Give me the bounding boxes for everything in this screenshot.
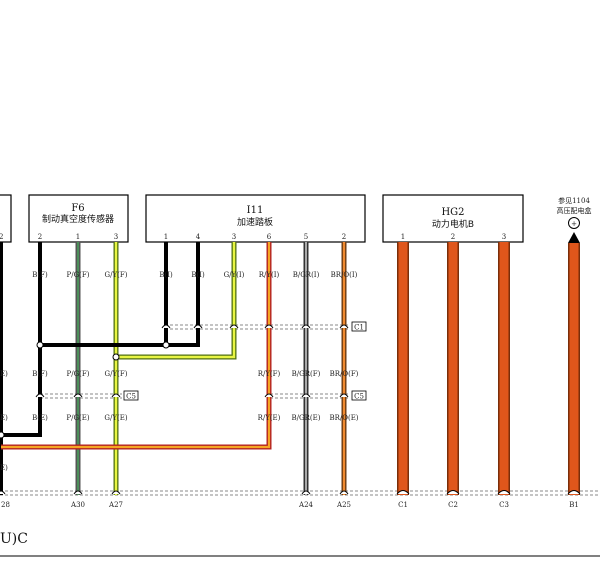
wires <box>0 242 580 495</box>
wire-label: B(E) <box>32 414 48 422</box>
wire-label: B(I) <box>159 271 173 279</box>
f6-id: F6 <box>71 203 84 214</box>
arrow-up-icon <box>568 232 580 243</box>
wire-label: R/Y(E) <box>258 414 281 422</box>
wire-label: B(F) <box>32 370 48 378</box>
hg2-pin-label: 2 <box>451 233 455 241</box>
wire-label: G/Y(F) <box>105 271 128 279</box>
reference-hv-box: 参见1104 高压配电盒 + <box>557 196 592 243</box>
wire-f6-black <box>1 242 42 437</box>
component-f6: F6 制动真空度传感器 2 1 3 <box>28 194 129 243</box>
wire-labels-low: E) B(E) P/G(E) G/Y(E) R/Y(E) B/GR(E) BR/… <box>0 414 359 472</box>
wire-i11-black-1 <box>40 242 168 347</box>
f6-pin-label: 1 <box>76 233 80 241</box>
i11-pin-label: 1 <box>164 233 168 241</box>
plus-symbol: + <box>571 220 577 228</box>
left-partial-component: 2 <box>0 194 12 243</box>
i11-pin-label: 6 <box>267 233 272 241</box>
wire-label: BR/O(I) <box>331 271 358 279</box>
hg2-pin-label: 1 <box>401 233 405 241</box>
wire-label: B/GR(I) <box>293 271 320 279</box>
hg2-id: HG2 <box>441 207 464 218</box>
i11-name: 加速踏板 <box>237 216 273 228</box>
footer-label: U)C <box>0 531 28 547</box>
ref-line2: 高压配电盒 <box>557 206 592 215</box>
wire-label: G/Y(F) <box>105 370 128 378</box>
wire-labels-top: B(F) P/G(F) G/Y(F) B(I) B(I) G/Y(I) R/Y(… <box>32 271 357 279</box>
wire-i11-black-4 <box>166 242 200 347</box>
wire-label: B/GR(E) <box>292 414 321 422</box>
wire-label: G/Y(E) <box>104 414 127 422</box>
i11-pin-label: 4 <box>196 233 201 241</box>
wire-i11-ry-stripe <box>1 242 271 449</box>
connector-c5: C5 <box>354 393 364 401</box>
bottom-pin: A30 <box>70 501 85 509</box>
wire-label: BR/O(E) <box>329 414 358 422</box>
connector-tags: C1 C5 C5 <box>123 321 367 401</box>
f6-pin-label: 3 <box>114 233 118 241</box>
bottom-pin: A27 <box>108 501 123 509</box>
bottom-pin: C2 <box>448 501 458 509</box>
left-pin-label: 2 <box>0 233 3 241</box>
hg2-name: 动力电机B <box>432 218 474 230</box>
f6-pin-label: 2 <box>38 233 42 241</box>
bottom-pin-labels: 28 A30 A27 A24 A25 C1 C2 C3 B1 <box>1 501 579 509</box>
connector-c5: C5 <box>126 393 136 401</box>
component-i11: I11 加速踏板 1 4 3 6 5 2 <box>145 194 366 243</box>
i11-pin-label: 5 <box>304 233 308 241</box>
bottom-pin: B1 <box>569 501 579 509</box>
wire-label: B(F) <box>32 271 48 279</box>
wire-i11-gy-stripe <box>116 242 236 359</box>
wire-label: BR/O(F) <box>330 370 359 378</box>
wire-label: R/Y(F) <box>258 370 281 378</box>
wire-label: E) <box>0 370 8 378</box>
splice-dots <box>0 341 170 439</box>
wire-label: E) <box>0 414 8 422</box>
bottom-pin: A25 <box>336 501 351 509</box>
wire-label: G/Y(I) <box>224 271 245 279</box>
wire-labels-mid: E) B(F) P/G(F) G/Y(F) R/Y(F) B/GR(F) BR/… <box>0 370 359 378</box>
bottom-pin: C1 <box>398 501 408 509</box>
wire-i11-gy <box>116 242 237 360</box>
plus-terminal-icon <box>568 217 580 229</box>
component-hg2: HG2 动力电机B 1 2 3 <box>382 194 524 243</box>
f6-name: 制动真空度传感器 <box>42 213 114 225</box>
wire-label: P/G(F) <box>67 370 90 378</box>
i11-pin-label: 3 <box>232 233 236 241</box>
wire-label: P/G(F) <box>67 271 90 279</box>
wire-label: R/Y(I) <box>259 271 280 279</box>
bottom-pin: A24 <box>298 501 314 509</box>
connector-c1: C1 <box>354 324 364 332</box>
wire-label: B/GR(F) <box>292 370 321 378</box>
wire-label: B(I) <box>191 271 205 279</box>
bottom-pin: 28 <box>1 501 10 509</box>
ref-line1: 参见1104 <box>558 196 590 205</box>
i11-pin-label: 2 <box>342 233 346 241</box>
connector-arcs <box>0 324 581 495</box>
hg2-pin-label: 3 <box>502 233 506 241</box>
bottom-pin: C3 <box>499 501 509 509</box>
wire-label: E) <box>0 464 8 472</box>
wire-label: P/G(E) <box>66 414 90 422</box>
i11-id: I11 <box>247 205 264 216</box>
